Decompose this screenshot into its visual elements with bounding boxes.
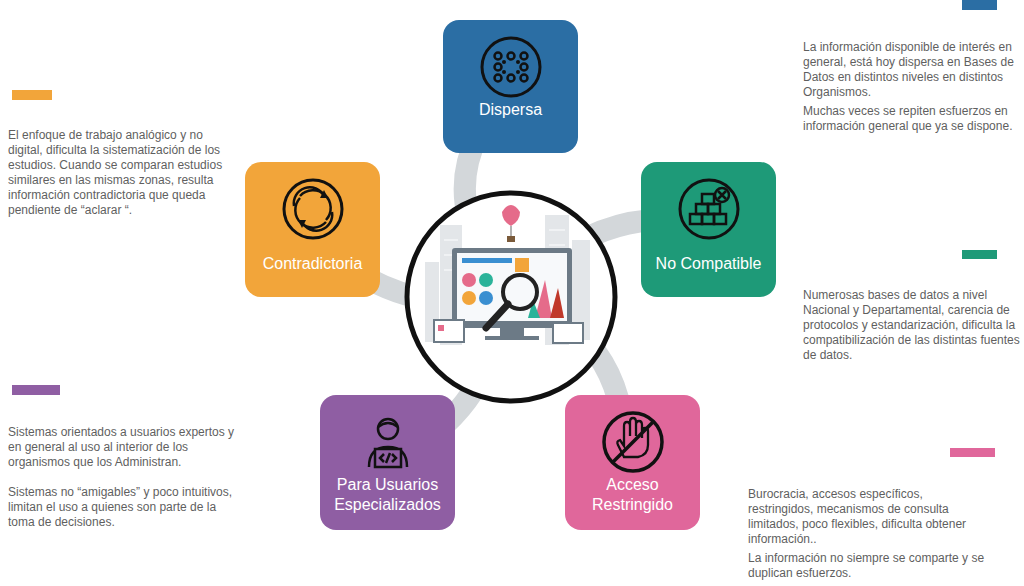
icon: [478, 34, 544, 100]
problem-box: Para Usuarios Especializados: [320, 395, 455, 530]
description-text: Sistemas orientados a usuarios expertos …: [8, 425, 243, 470]
icon: [600, 409, 666, 475]
color-bar: [12, 385, 60, 395]
color-bar: [962, 0, 997, 10]
description-text: La información disponible de interés en …: [803, 40, 1020, 100]
description-text: Muchas veces se repiten esfuerzos en inf…: [803, 104, 1020, 134]
box-label: No Compatible: [645, 254, 772, 274]
description-text: Burocracia, accesos específicos, restrin…: [748, 487, 988, 547]
center-illustration: [407, 193, 615, 401]
problem-box: Dispersa: [443, 20, 578, 153]
box-label: Para Usuarios Especializados: [324, 475, 451, 515]
description-text: El enfoque de trabajo analógico y no dig…: [8, 128, 238, 218]
description-text: Sistemas no “amigables” y poco intuitivo…: [8, 485, 243, 530]
color-bar: [12, 90, 52, 100]
box-label: Dispersa: [447, 100, 574, 120]
icon: [280, 176, 346, 242]
icon: [676, 176, 742, 242]
box-label: Acceso Restringido: [569, 475, 696, 515]
problem-box: Contradictoria: [245, 162, 380, 297]
box-label: Contradictoria: [249, 254, 376, 274]
color-bar: [950, 448, 995, 457]
description-text: Numerosas bases de datos a nivel Naciona…: [803, 288, 1020, 363]
description-text: La información no siempre se comparte y …: [748, 551, 988, 581]
color-bar: [962, 250, 997, 259]
icon: [355, 409, 421, 475]
problem-box: No Compatible: [641, 162, 776, 297]
problem-box: Acceso Restringido: [565, 395, 700, 530]
